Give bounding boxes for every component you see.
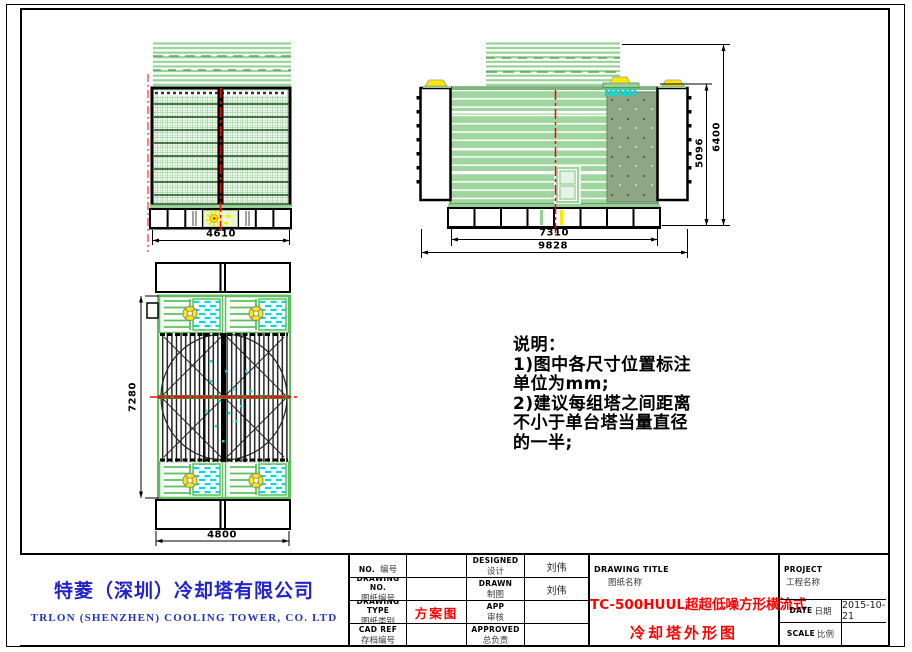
title-block-grid: NO. 编号 DESIGNED 设计 刘伟 DRAWING NO. 图纸编号 D… xyxy=(350,555,590,647)
drawing-title-line2: 冷却塔外形图 xyxy=(629,624,738,642)
dimension-label-side-outer-width: 9828 xyxy=(538,240,568,252)
note-line: 1)图中各尺寸位置标注 xyxy=(513,354,692,375)
field-label-en: APP xyxy=(486,601,505,611)
dimension-label-side-inner-height: 5096 xyxy=(694,138,706,168)
field-drawn-label: DRAWN 制图 xyxy=(467,578,525,601)
date-label-en: DATE xyxy=(789,606,813,616)
field-label-cn: 总负责 xyxy=(482,636,509,646)
field-drawing-type-value: 方案图 xyxy=(407,601,467,624)
side-louver-stack xyxy=(486,42,620,87)
drawing-title-cell: DRAWING TITLE 图纸名称 TC-500HUUL超超低噪方形横流式 冷… xyxy=(590,555,807,645)
field-label-en: CAD REF xyxy=(358,625,398,634)
plan-fan-section xyxy=(150,333,297,462)
note-line: 2)建议每组塔之间距离 xyxy=(513,393,692,414)
field-cad-ref-value xyxy=(407,624,467,647)
field-label-cn: 图纸编号 xyxy=(360,594,395,601)
drawing-title-line1: TC-500HUUL超超低噪方形横流式 xyxy=(590,597,807,613)
dimension-label-side-inner-width: 7310 xyxy=(539,227,569,239)
company-cell: 特菱（深圳）冷却塔有限公司 TRLON (SHENZHEN) COOLING T… xyxy=(20,555,350,645)
field-label-en: DRAWING TYPE xyxy=(356,601,400,615)
field-label-cn: 存档编号 xyxy=(360,636,395,646)
plan-bottom-boxes xyxy=(155,499,291,530)
date-label-cn: 日期 xyxy=(814,606,832,617)
field-label-cn: 审核 xyxy=(486,612,504,623)
field-designed-label: DESIGNED 设计 xyxy=(467,555,525,578)
notes-title: 说明： xyxy=(513,335,566,355)
side-view-drawing xyxy=(416,42,730,258)
pump-icon xyxy=(206,210,231,227)
drawing-title-label-en: DRAWING TITLE xyxy=(594,565,669,574)
note-line: 的一半; xyxy=(513,432,573,453)
project-date-scale-cell: PROJECT 工程名称 DATE 日期 2015-10-21 SCALE 比例 xyxy=(780,555,886,645)
front-louver-stack xyxy=(153,42,291,88)
plan-side-tab xyxy=(146,302,159,319)
field-cad-ref-label: CAD REF 存档编号 xyxy=(350,624,407,647)
note-line: 单位为mm; xyxy=(513,374,610,394)
scale-label-cn: 比例 xyxy=(817,629,835,640)
notes-block: 说明： 1)图中各尺寸位置标注 单位为mm; 2)建议每组塔之间距离 不小于单台… xyxy=(513,335,723,453)
plan-distribution-basin xyxy=(158,295,290,499)
plan-dimensions xyxy=(139,295,290,546)
field-label-cn: 编号 xyxy=(380,564,398,575)
field-label-en: DRAWN xyxy=(478,578,513,588)
field-no-value xyxy=(407,555,467,578)
field-label-en: DRAWING NO. xyxy=(356,578,400,592)
scale-value xyxy=(842,623,886,645)
project-cell: PROJECT 工程名称 xyxy=(780,555,886,600)
field-label-en: APPROVED xyxy=(471,625,520,634)
side-tower-left xyxy=(416,79,452,202)
side-width-dimensions xyxy=(421,229,688,258)
field-label-en: DESIGNED xyxy=(472,555,519,565)
field-approved-value xyxy=(525,624,588,647)
company-name-cn: 特菱（深圳）冷却塔有限公司 xyxy=(53,580,314,602)
field-drawing-type-label: DRAWING TYPE 图纸类别 xyxy=(350,601,407,624)
dimension-label-plan-width: 4800 xyxy=(207,529,237,541)
dimension-label-front-width: 4610 xyxy=(206,228,236,240)
fan-motor-icon xyxy=(182,306,198,321)
date-value: 2015-10-21 xyxy=(842,599,886,622)
field-app-value xyxy=(525,601,588,624)
field-approved-label: APPROVED 总负责 xyxy=(467,624,525,647)
side-tower-right xyxy=(656,79,692,202)
date-row: DATE 日期 2015-10-21 xyxy=(780,599,886,623)
front-width-dimension xyxy=(152,230,290,245)
field-label-cn: 制图 xyxy=(486,589,504,600)
front-view-drawing xyxy=(147,42,292,252)
field-drawing-no-label: DRAWING NO. 图纸编号 xyxy=(350,578,407,601)
sheet-border-inner xyxy=(20,8,890,647)
project-label-cn: 工程名称 xyxy=(786,578,821,588)
field-no-label: NO. 编号 xyxy=(350,555,407,578)
field-designed-value: 刘伟 xyxy=(525,555,588,578)
field-label-en: NO. xyxy=(358,564,376,574)
field-app-label: APP 审核 xyxy=(467,601,525,624)
side-louver-panel xyxy=(606,91,659,203)
company-name-en: TRLON (SHENZHEN) COOLING TOWER, CO. LTD xyxy=(30,612,338,624)
field-label-cn: 图纸类别 xyxy=(360,617,395,624)
field-label-cn: 设计 xyxy=(486,566,504,577)
project-label-en: PROJECT xyxy=(784,565,823,574)
dimension-label-side-outer-height: 6400 xyxy=(711,122,723,152)
scale-row: SCALE 比例 xyxy=(780,622,886,645)
scale-label-en: SCALE xyxy=(786,629,816,639)
title-block: 特菱（深圳）冷却塔有限公司 TRLON (SHENZHEN) COOLING T… xyxy=(20,553,888,647)
access-door xyxy=(554,165,581,205)
note-line: 不小于单台塔当量直径 xyxy=(513,413,688,433)
side-height-dimensions xyxy=(622,44,730,226)
plan-view-drawing xyxy=(139,262,297,546)
field-drawn-value: 刘伟 xyxy=(525,578,588,601)
dimension-label-plan-height: 7280 xyxy=(127,382,139,412)
plan-top-boxes xyxy=(155,262,291,293)
side-basin xyxy=(447,204,661,229)
water-inlet-sprayer xyxy=(602,76,640,96)
drawing-title-label-cn: 图纸名称 xyxy=(608,578,643,588)
field-drawing-no-value xyxy=(407,578,467,601)
